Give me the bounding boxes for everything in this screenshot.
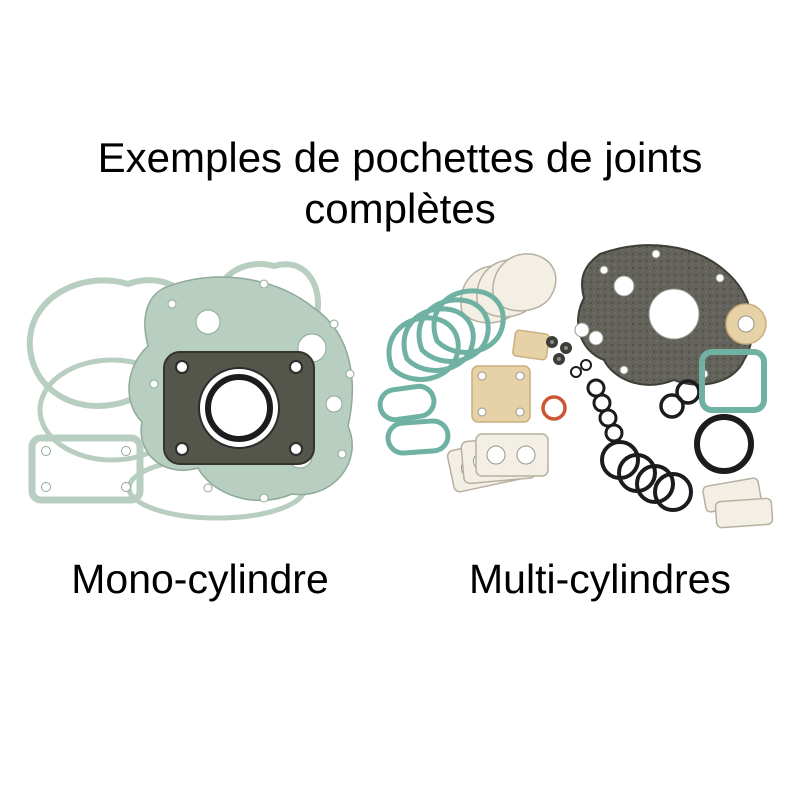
o-ring bbox=[570, 366, 582, 378]
base-gasket-fan bbox=[446, 433, 549, 493]
o-ring bbox=[205, 374, 273, 442]
caption-mono-cylindre: Mono-cylindre bbox=[71, 556, 329, 602]
page-title: Exemples de pochettes de joints complète… bbox=[0, 132, 800, 234]
oval-gasket bbox=[385, 418, 451, 456]
square-gasket bbox=[699, 349, 767, 413]
washer bbox=[574, 322, 590, 338]
o-ring bbox=[604, 423, 624, 443]
o-ring bbox=[580, 359, 592, 371]
mono-gasket-kit-image bbox=[26, 261, 355, 521]
washer bbox=[588, 330, 604, 346]
paper-gasket bbox=[714, 497, 774, 529]
multi-gasket-kit-image bbox=[377, 244, 774, 529]
o-ring bbox=[659, 393, 685, 419]
teal-gasket-fan bbox=[386, 288, 506, 382]
cover-gasket bbox=[28, 434, 144, 504]
paper-gasket bbox=[471, 365, 531, 423]
title-line-2: complètes bbox=[304, 185, 496, 233]
oval-gasket bbox=[377, 383, 437, 423]
title-line-1: Exemples de pochettes de joints bbox=[97, 134, 703, 181]
paper-gasket bbox=[512, 329, 550, 361]
o-ring bbox=[694, 414, 754, 474]
o-ring-fan bbox=[600, 440, 693, 512]
caption-multi-cylindres: Multi-cylindres bbox=[469, 556, 731, 602]
reed-gasket-fan bbox=[460, 253, 557, 324]
orange-o-ring bbox=[541, 395, 567, 421]
